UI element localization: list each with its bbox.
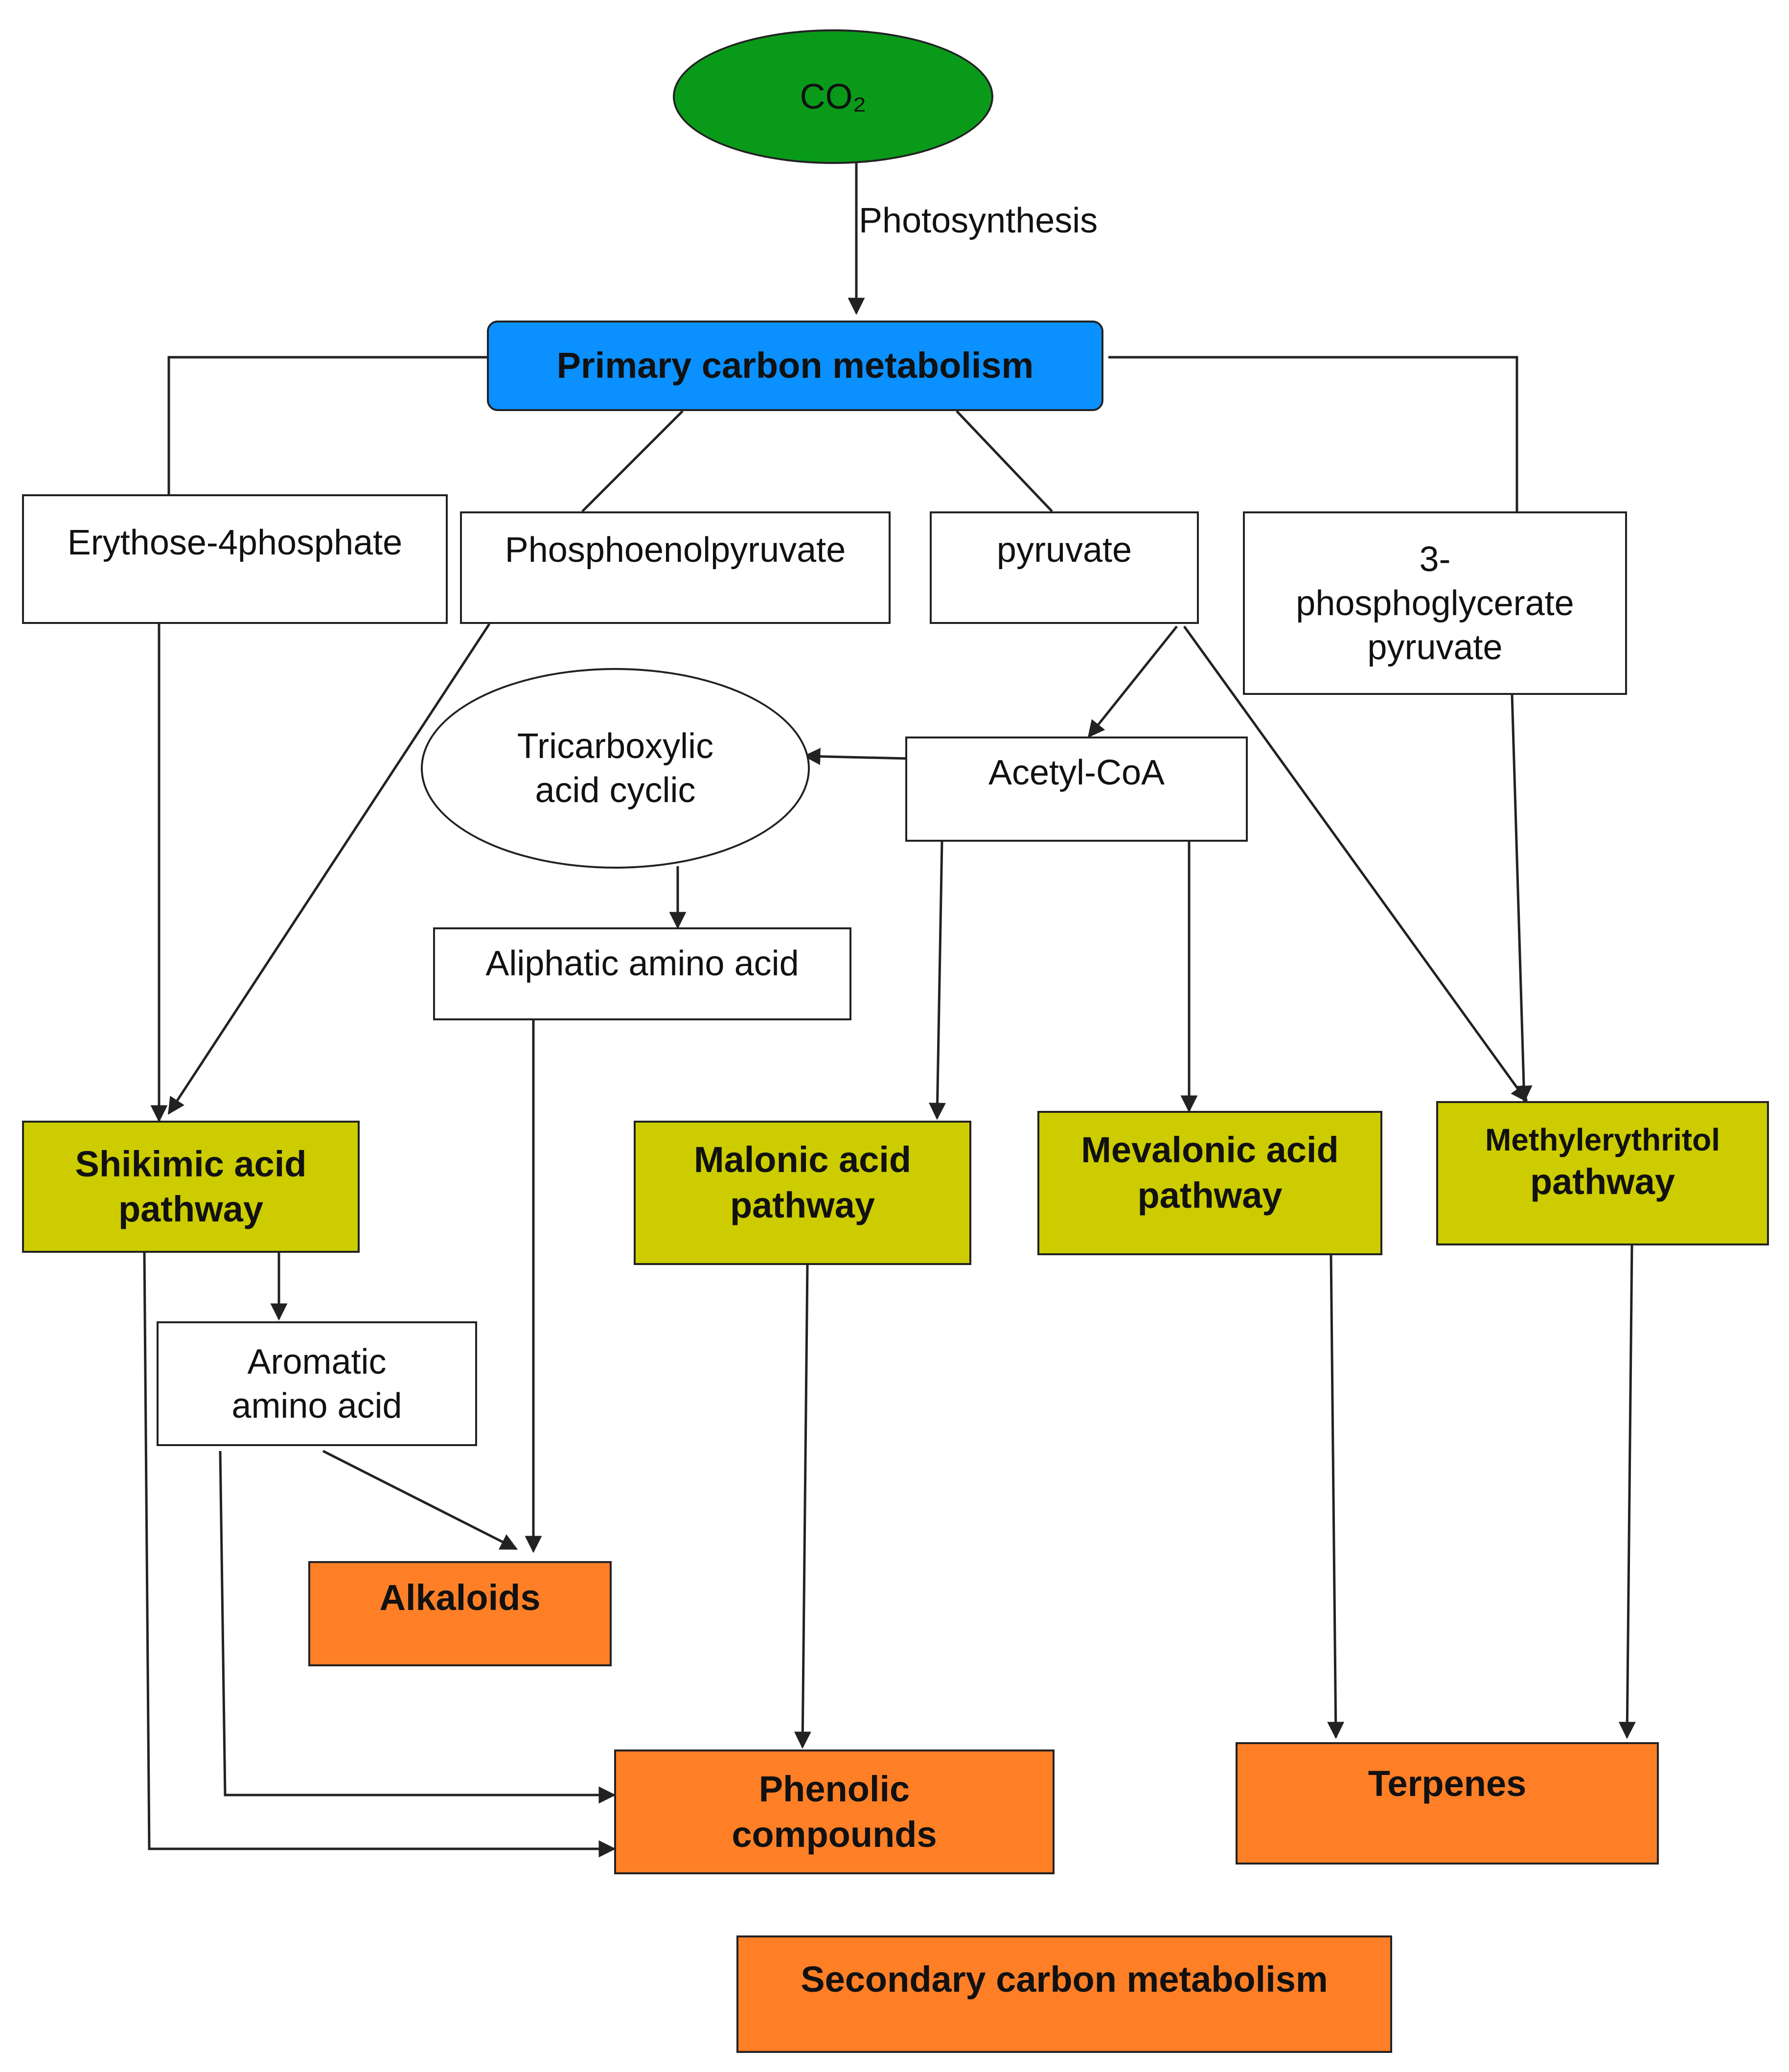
methyl-line1: Methylerythritol	[1485, 1122, 1720, 1157]
edge-mevalonic-terpenes	[1327, 1255, 1345, 1739]
pyruvate-node: pyruvate	[930, 511, 1199, 624]
alkaloids-label: Alkaloids	[379, 1577, 541, 1618]
co2-label: CO₂	[800, 77, 867, 116]
acetyl-label: Acetyl-CoA	[988, 753, 1165, 792]
tca-line1: Tricarboxylic	[517, 727, 714, 766]
terpenes-node: Terpenes	[1236, 1742, 1659, 1865]
primary-label: Primary carbon metabolism	[556, 345, 1034, 386]
shikimic-acid-pathway-node: Shikimic acid pathway	[22, 1121, 360, 1253]
secondary-carbon-metabolism-node: Secondary carbon metabolism	[736, 1935, 1392, 2053]
tricarboxylic-acid-cycle-node: Tricarboxylic acid cyclic	[421, 668, 810, 869]
terpenes-label: Terpenes	[1368, 1763, 1527, 1804]
aliphatic-label: Aliphatic amino acid	[485, 944, 799, 983]
edge-primary-erythrose	[167, 356, 488, 494]
edge-methyl-terpenes	[1618, 1245, 1636, 1739]
edge-primary-pyruvate	[956, 410, 1053, 512]
erythrose-label: Erythose-4phosphate	[67, 523, 403, 562]
phosphoglycerate-line1: 3-	[1419, 539, 1451, 579]
aromatic-line1: Aromatic	[247, 1342, 387, 1381]
pyruvate-label: pyruvate	[996, 530, 1132, 570]
shikimic-line1: Shikimic acid	[75, 1143, 307, 1184]
mevalonic-line2: pathway	[1137, 1174, 1283, 1216]
edge-primary-pep	[581, 410, 684, 512]
edge-aromatic-phenolic	[219, 1450, 616, 1804]
edge-acetyl-malonic	[929, 841, 946, 1120]
erythrose-4phosphate-node: Erythose-4phosphate	[22, 494, 448, 624]
phenolic-compounds-node: Phenolic compounds	[614, 1750, 1055, 1874]
edge-pep-shikimic	[167, 623, 491, 1115]
edge-aromatic-alkaloids	[322, 1450, 518, 1550]
acetyl-coa-node: Acetyl-CoA	[905, 737, 1248, 842]
phenolic-line1: Phenolic	[758, 1769, 910, 1809]
malonic-line1: Malonic acid	[693, 1139, 912, 1180]
tca-line2: acid cyclic	[535, 771, 696, 810]
methyl-line2: pathway	[1530, 1161, 1675, 1202]
mevalonic-acid-pathway-node: Mevalonic acid pathway	[1037, 1111, 1382, 1255]
pep-label: Phosphoenolpyruvate	[505, 530, 846, 570]
malonic-acid-pathway-node: Malonic acid pathway	[634, 1121, 971, 1265]
edge-acetyl-tca	[803, 748, 908, 765]
phosphoglycerate-line3: pyruvate	[1367, 627, 1503, 667]
aromatic-line2: amino acid	[231, 1386, 402, 1426]
aromatic-amino-acid-node: Aromatic amino acid	[157, 1321, 477, 1446]
phenolic-line2: compounds	[732, 1814, 937, 1855]
malonic-line2: pathway	[730, 1184, 875, 1225]
shikimic-line2: pathway	[118, 1189, 264, 1229]
phosphoglycerate-line2: phosphoglycerate	[1296, 583, 1574, 623]
secondary-label: Secondary carbon metabolism	[801, 1959, 1328, 2000]
phosphoglycerate-pyruvate-node: 3- phosphoglycerate pyruvate	[1243, 511, 1627, 695]
methylerythritol-pathway-node: Methylerythritol pathway	[1436, 1101, 1769, 1245]
edge-label-photosynthesis: Photosynthesis	[859, 201, 1098, 240]
phosphoenolpyruvate-node: Phosphoenolpyruvate	[460, 511, 891, 624]
mevalonic-line1: Mevalonic acid	[1081, 1129, 1339, 1170]
aliphatic-amino-acid-node: Aliphatic amino acid	[433, 927, 851, 1020]
alkaloids-node: Alkaloids	[308, 1561, 612, 1666]
edge-pyruvate-methyl	[1183, 625, 1528, 1103]
edge-pyruvate-acetyl	[1087, 625, 1178, 738]
edge-primary-phosphoglycerate	[1108, 356, 1518, 511]
primary-carbon-metabolism-node: Primary carbon metabolism	[487, 321, 1103, 411]
edge-shikimic-phenolic	[143, 1252, 616, 1858]
co2-node: CO₂	[673, 29, 993, 164]
edge-malonic-phenolic	[794, 1265, 811, 1749]
edge-phosphoglycerate-methyl	[1511, 694, 1533, 1103]
